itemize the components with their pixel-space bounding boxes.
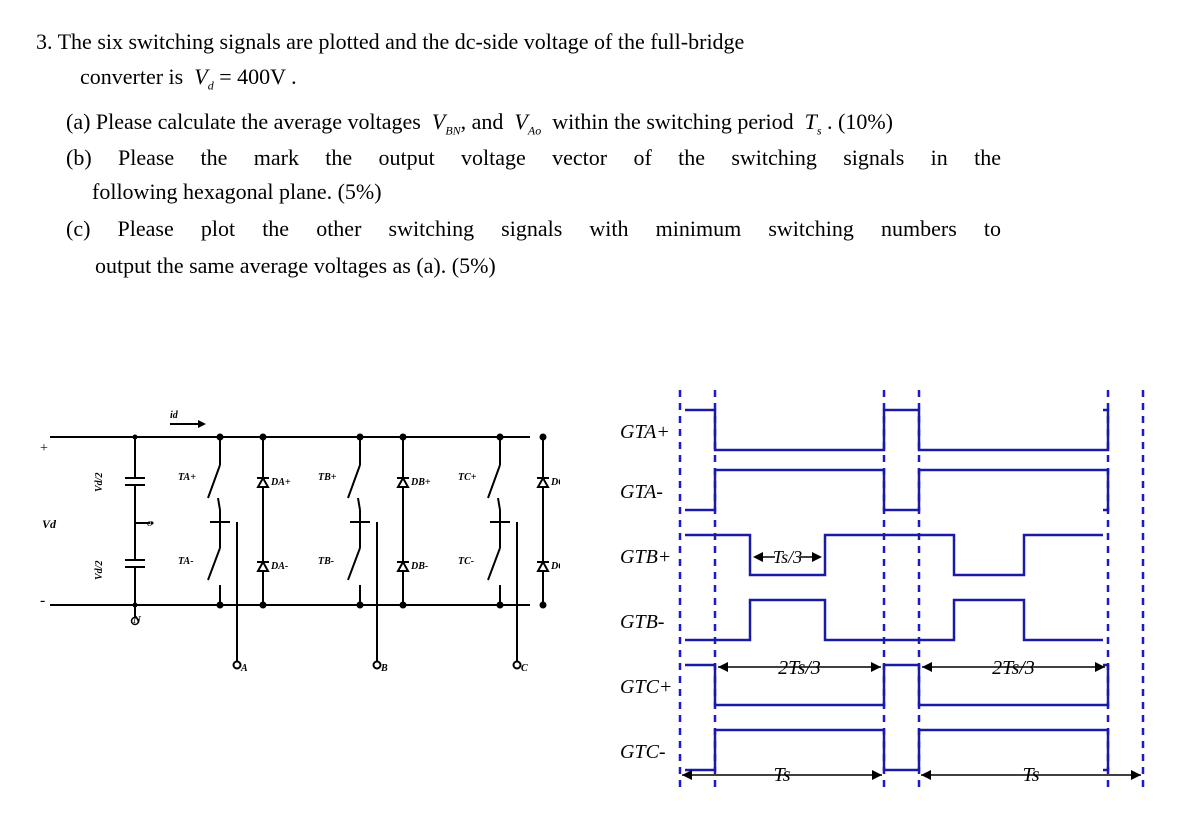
wave-gtc-plus <box>685 663 1110 707</box>
problem-intro-1: The six switching signals are plotted an… <box>57 29 745 54</box>
id-label: id <box>170 410 179 421</box>
switch-ta-plus: TA+ <box>178 472 196 483</box>
ts-label-1: Ts <box>773 764 790 786</box>
vd-half-bot: Vd/2 <box>94 561 105 580</box>
switch-tb-plus: TB+ <box>318 472 337 483</box>
part-b-text-1: (b) Please the mark the output voltage v… <box>66 145 1001 170</box>
part-a-mid: , and <box>460 109 504 134</box>
diode-db-minus: DB- <box>410 561 428 572</box>
part-b-line-1: (b) Please the mark the output voltage v… <box>66 145 1001 171</box>
vd-value: = 400V . <box>219 64 297 89</box>
vd-half-top: Vd/2 <box>94 473 105 492</box>
minus-bottom: - <box>40 592 45 609</box>
leg-a <box>207 433 270 670</box>
inverter-circuit: TA+TA-DA+DA-ATB+TB-DB+DB-BTC+TC-DC+DC-C … <box>40 410 560 674</box>
problem-intro-2: converter is <box>80 64 184 89</box>
terminal-a <box>232 660 242 670</box>
wave-gtb-minus <box>685 598 1103 642</box>
signal-label-4: GTB- <box>620 611 664 633</box>
part-c-text-2: output the same average voltages as (a).… <box>95 253 496 278</box>
part-a: (a) Please calculate the average voltage… <box>66 109 893 143</box>
ts-symbol: T <box>804 109 817 134</box>
vd-symbol: V <box>194 64 208 89</box>
terminal-c <box>512 660 522 670</box>
ts-label-2: Ts <box>1022 764 1039 786</box>
diode-dc-minus: DC- <box>550 561 560 572</box>
problem-line-2: converter is Vd = 400V . <box>80 64 297 98</box>
part-b-line-2: following hexagonal plane. (5%) <box>92 179 382 205</box>
part-b-text-2: following hexagonal plane. (5%) <box>92 179 382 204</box>
node-a: A <box>240 663 248 674</box>
diode-da-minus: DA- <box>270 561 288 572</box>
wave-gta-plus <box>685 408 1110 452</box>
switching-waveforms: GTA+ GTA- GTB+ GTB- GTC+ GTC- Ts/3 2Ts/3 2Ts/3T… <box>620 390 1145 793</box>
switch-tb-minus: TB- <box>318 556 334 567</box>
vd-sub: d <box>207 78 214 93</box>
v-bn-sub: BN <box>445 123 461 138</box>
problem-number: 3. <box>36 29 53 54</box>
v-bn-symbol: V <box>431 109 446 134</box>
signal-label-2: GTA- <box>620 481 663 503</box>
leg-b <box>347 433 410 670</box>
wave-gtb-plus <box>685 533 1103 577</box>
terminal-b <box>372 660 382 670</box>
two-thirds-label-2: 2Ts/3 <box>992 657 1035 679</box>
diode-dc-plus: DC+ <box>550 477 560 488</box>
wave-gta-minus <box>685 468 1110 512</box>
leg-c <box>487 433 550 670</box>
part-a-prefix: (a) Please calculate the average voltage… <box>66 109 421 134</box>
switch-tc-minus: TC- <box>458 556 474 567</box>
part-c-text-1: (c) Please plot the other switching sign… <box>66 216 1001 241</box>
wave-gtc-minus <box>685 728 1110 772</box>
ts-sub: s <box>816 123 822 138</box>
signal-label-1: GTA+ <box>620 421 670 443</box>
diode-da-plus: DA+ <box>270 477 291 488</box>
switch-tc-plus: TC+ <box>458 472 477 483</box>
switch-ta-minus: TA- <box>178 556 194 567</box>
signal-label-6: GTC- <box>620 741 666 763</box>
signal-label-3: GTB+ <box>620 546 671 568</box>
v-ao-symbol: V <box>514 109 528 134</box>
n-label: N <box>132 614 142 626</box>
o-label: o <box>147 517 153 529</box>
node-b: B <box>380 663 388 674</box>
plus-top: + <box>40 441 48 456</box>
part-c-line-2: output the same average voltages as (a).… <box>95 253 496 279</box>
ts-third-label: Ts/3 <box>773 547 802 567</box>
v-ao-sub: Ao <box>527 123 542 138</box>
part-a-end: . (10%) <box>827 109 893 134</box>
diode-db-plus: DB+ <box>410 477 431 488</box>
part-a-suffix: within the switching period <box>552 109 794 134</box>
part-c-line-1: (c) Please plot the other switching sign… <box>66 216 1001 242</box>
signal-label-5: GTC+ <box>620 676 672 698</box>
node-c: C <box>521 663 528 674</box>
two-thirds-label-1: 2Ts/3 <box>778 657 821 679</box>
vd-label: Vd <box>42 517 57 531</box>
problem-line-1: 3. The six switching signals are plotted… <box>36 29 744 55</box>
